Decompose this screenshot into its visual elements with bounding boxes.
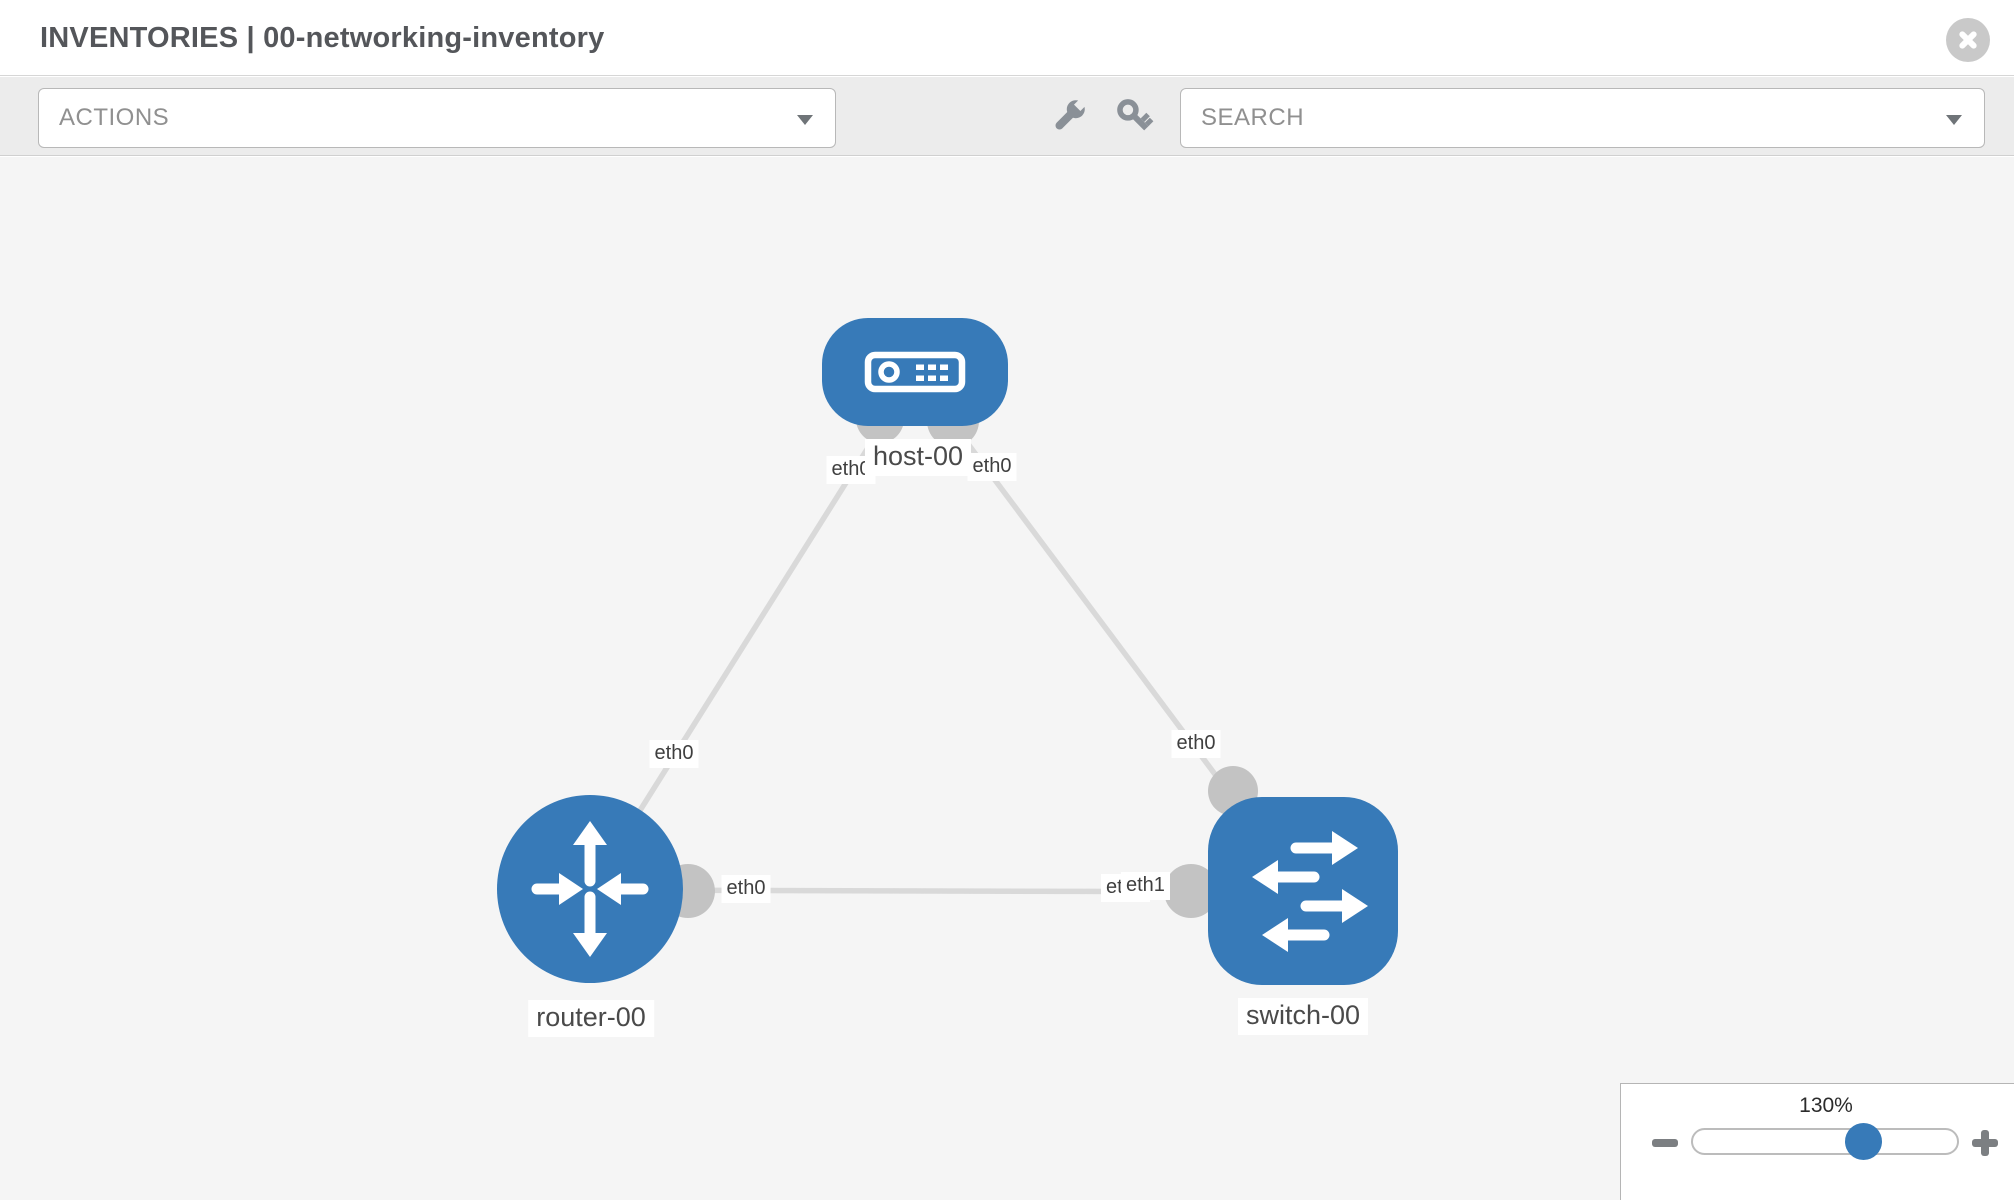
actions-dropdown-label: ACTIONS <box>59 104 170 131</box>
topology-canvas[interactable]: eth0 eth0 eth0 eth0 eth0 eth0 eth1 host-… <box>0 157 2014 1200</box>
interface-label: eth0 <box>967 453 1017 481</box>
search-dropdown-label: SEARCH <box>1201 104 1305 131</box>
zoom-slider-thumb[interactable] <box>1845 1123 1882 1160</box>
key-icon <box>1117 99 1154 131</box>
node-label-switch: switch-00 <box>1237 998 1369 1035</box>
interface-dot[interactable] <box>1164 864 1218 918</box>
node-label-host: host-00 <box>864 439 972 476</box>
zoom-control-panel: 130% <box>1620 1083 2014 1200</box>
chevron-down-icon <box>1946 115 1962 125</box>
node-host-00[interactable] <box>822 318 1008 426</box>
links-layer <box>587 371 1306 918</box>
zoom-slider-track[interactable] <box>1691 1128 1959 1155</box>
zoom-in-button[interactable] <box>1965 1123 2005 1163</box>
zoom-level-value: 130% <box>1799 1094 1853 1117</box>
router-icon <box>531 821 649 957</box>
interface-label: eth0 <box>649 740 699 768</box>
actions-dropdown[interactable]: ACTIONS <box>38 88 836 148</box>
key-button[interactable] <box>1113 95 1157 139</box>
wrench-icon <box>1055 98 1087 130</box>
wrench-button[interactable] <box>1046 95 1090 139</box>
page-title: INVENTORIES | 00-networking-inventory <box>40 22 605 54</box>
close-button[interactable] <box>1946 18 1990 62</box>
interface-label: eth1 <box>1121 872 1170 900</box>
interface-label: eth0 <box>721 875 771 903</box>
toolbar: ACTIONS SEARCH <box>0 77 2014 156</box>
title-bar: INVENTORIES | 00-networking-inventory <box>0 0 2014 76</box>
switch-icon <box>1252 831 1368 952</box>
node-router-00[interactable] <box>497 795 683 983</box>
interface-label: eth0 <box>1171 730 1221 758</box>
plus-icon <box>1981 1130 1989 1156</box>
node-label-router: router-00 <box>528 1000 654 1037</box>
zoom-out-button[interactable] <box>1645 1123 1685 1163</box>
search-dropdown[interactable]: SEARCH <box>1180 88 1985 148</box>
chevron-down-icon <box>797 115 813 125</box>
node-switch-00[interactable] <box>1208 797 1398 985</box>
host-icon <box>864 351 966 393</box>
minus-icon <box>1652 1139 1678 1147</box>
